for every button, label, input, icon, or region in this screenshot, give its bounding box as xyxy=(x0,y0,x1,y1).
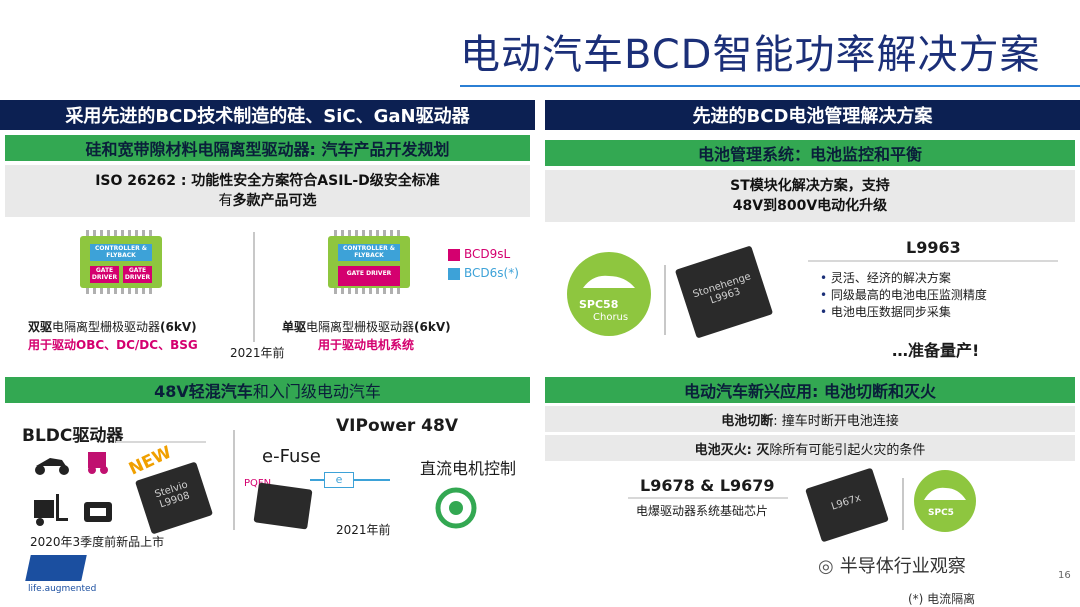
chip-gate-block: GATE DRIVER xyxy=(338,266,400,286)
page-title: 电动汽车BCD智能功率解决方案 xyxy=(460,32,1041,78)
left-subheader-2: 48V轻混汽车和入门级电动汽车 xyxy=(5,377,530,403)
vehicle-icons xyxy=(34,452,112,526)
wechat-icon: ◎ xyxy=(818,556,834,577)
spc58-badge: SPC58 Chorus xyxy=(567,252,651,336)
l9963-features: 灵活、经济的解决方案 同级最高的电池电压监测精度 电池电压数据同步采集 xyxy=(820,270,1060,321)
forklift-icon xyxy=(34,494,68,526)
l9963-underline xyxy=(808,260,1058,262)
right-header: 先进的BCD电池管理解决方案 xyxy=(545,100,1080,130)
legend-bcd9sl: BCD9sL xyxy=(464,247,511,261)
car-icon xyxy=(583,275,635,288)
l9963-title: L9963 xyxy=(906,238,961,257)
chip-gate-block-1: GATE DRIVER xyxy=(90,266,119,283)
snowblower-icon xyxy=(88,452,108,474)
pqfn-chip xyxy=(253,482,313,530)
pqfn-label: PQFN xyxy=(244,478,272,489)
generator-icon xyxy=(84,502,112,522)
divider xyxy=(902,478,904,530)
efuse-symbol: e xyxy=(324,472,354,488)
feature-item: 灵活、经济的解决方案 xyxy=(820,270,1060,287)
st-logo-tagline: life.augmented xyxy=(28,584,97,594)
launch-note: 2020年3季度前新品上市 xyxy=(30,535,165,549)
spc5-badge: SPC5 xyxy=(914,470,976,532)
chip-controller-block: CONTROLLER & FLYBACK xyxy=(90,244,152,261)
year-label-1: 2021年前 xyxy=(230,346,285,360)
st-line-1: ST模块化解决方案，支持 xyxy=(730,178,890,194)
st-modular-box: ST模块化解决方案，支持 48V到800V电动化升级 xyxy=(545,170,1075,222)
page-number: 16 xyxy=(1058,570,1071,581)
chip-controller-block: CONTROLLER & FLYBACK xyxy=(338,244,400,261)
bldc-title: BLDC驱动器 xyxy=(22,426,124,446)
legend-bcd6s: BCD6s(*) xyxy=(464,266,519,280)
left-header: 采用先进的BCD技术制造的硅、SiC、GaN驱动器 xyxy=(0,100,535,130)
l9963-chip: Stonehenge L9963 xyxy=(674,245,774,339)
spc5-label: SPC5 xyxy=(928,508,954,518)
legend-swatch-bcd6s xyxy=(448,268,460,280)
st-logo-icon xyxy=(25,555,87,581)
dual-driver-label: 双驱电隔离型栅极驱动器(6kV) xyxy=(28,320,197,334)
title-underline xyxy=(460,85,1080,87)
year-label-2: 2021年前 xyxy=(336,523,391,537)
divider xyxy=(253,232,255,342)
st-line-2: 48V到800V电动化升级 xyxy=(732,198,888,214)
l967x-chip: L967x xyxy=(805,467,889,543)
dual-driver-use: 用于驱动OBC、DC/DC、BSG xyxy=(28,338,198,352)
spc58-label: SPC58 xyxy=(579,298,619,311)
left-subheader-1: 硅和宽带隙材料电隔离型驱动器: 汽车产品开发规划 xyxy=(5,135,530,161)
feature-item: 电池电压数据同步采集 xyxy=(820,304,1060,321)
car-icon xyxy=(924,487,966,500)
scooter-icon xyxy=(35,458,69,475)
dual-driver-chip: CONTROLLER & FLYBACK GATE DRIVER GATE DR… xyxy=(80,230,162,294)
single-driver-use: 用于驱动电机系统 xyxy=(318,338,415,352)
legend-swatch-bcd9sl xyxy=(448,249,460,261)
watermark: ◎半导体行业观察 xyxy=(818,556,966,577)
l967x-underline xyxy=(628,497,788,499)
dc-motor-title: 直流电机控制 xyxy=(420,459,517,478)
ready-text: …准备量产! xyxy=(892,341,980,360)
efuse-title: e-Fuse xyxy=(262,446,321,467)
iso-line-1: ISO 26262 : 功能性安全方案符合ASIL-D级安全标准 xyxy=(95,173,440,189)
battery-cutoff: 电池切断: 撞车时断开电池连接 xyxy=(545,406,1075,432)
motor-icon xyxy=(435,487,477,529)
chip-gate-block-2: GATE DRIVER xyxy=(123,266,152,283)
bldc-underline xyxy=(116,441,206,443)
footnote: (*) 电流隔离 xyxy=(908,592,976,606)
l967x-desc: 电爆驱动器系统基础芯片 xyxy=(636,504,769,518)
single-driver-label: 单驱电隔离型栅极驱动器(6kV) xyxy=(282,320,451,334)
divider xyxy=(664,265,666,335)
vipower-title: VIPower 48V xyxy=(336,416,458,436)
battery-fire: 电池灭火: 灭除所有可能引起火灾的条件 xyxy=(545,435,1075,461)
single-driver-chip: CONTROLLER & FLYBACK GATE DRIVER xyxy=(328,230,410,294)
l967x-title: L9678 & L9679 xyxy=(640,476,775,495)
feature-item: 同级最高的电池电压监测精度 xyxy=(820,287,1060,304)
divider xyxy=(233,430,235,530)
chorus-label: Chorus xyxy=(593,312,629,323)
iso-line-2: 有多款产品可选 xyxy=(218,193,317,209)
iso-box: ISO 26262 : 功能性安全方案符合ASIL-D级安全标准 有多款产品可选 xyxy=(5,165,530,217)
right-subheader-2: 电动汽车新兴应用: 电池切断和灭火 xyxy=(545,377,1075,403)
right-subheader-1: 电池管理系统：电池监控和平衡 xyxy=(545,140,1075,166)
